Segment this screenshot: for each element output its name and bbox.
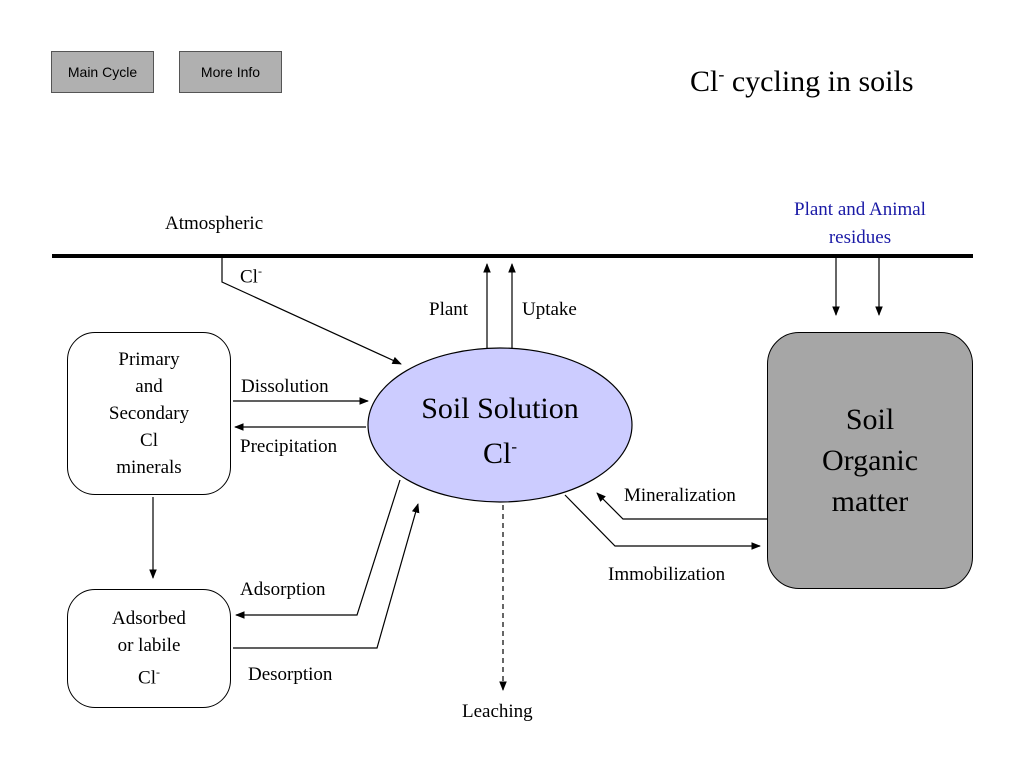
- atmospheric-cl-label: Cl-: [240, 264, 262, 288]
- page-title: Cl- cycling in soils: [690, 64, 914, 98]
- uptake-label: Uptake: [522, 299, 577, 320]
- plant-label: Plant: [429, 299, 469, 320]
- dissolution-label: Dissolution: [241, 376, 329, 397]
- primary-secondary-minerals-box: Primary and Secondary Cl minerals: [67, 332, 231, 495]
- desorption-label: Desorption: [248, 664, 333, 685]
- adsorption-label: Adsorption: [240, 579, 326, 600]
- atmospheric-input-arrow: [221, 258, 402, 365]
- leaching-label: Leaching: [462, 701, 533, 722]
- atmospheric-label: Atmospheric: [165, 213, 264, 234]
- adsorbed-labile-cl-box: Adsorbed or labile Cl-: [67, 589, 231, 708]
- desorption-arrow: [233, 503, 420, 649]
- precipitation-label: Precipitation: [240, 436, 338, 457]
- mineralization-arrow: [596, 492, 767, 520]
- immobilization-arrow: [564, 494, 761, 550]
- more-info-button[interactable]: More Info: [179, 51, 282, 93]
- soil-solution-label: Soil Solution Cl-: [421, 392, 579, 470]
- main-cycle-button[interactable]: Main Cycle: [51, 51, 154, 93]
- soil-solution-ellipse: [367, 347, 633, 503]
- residues-label: Plant and Animal residues: [794, 199, 926, 248]
- mineralization-label: Mineralization: [624, 485, 736, 506]
- adsorption-arrow: [235, 479, 401, 619]
- soil-organic-matter-box: Soil Organic matter: [767, 332, 973, 589]
- immobilization-label: Immobilization: [608, 564, 726, 585]
